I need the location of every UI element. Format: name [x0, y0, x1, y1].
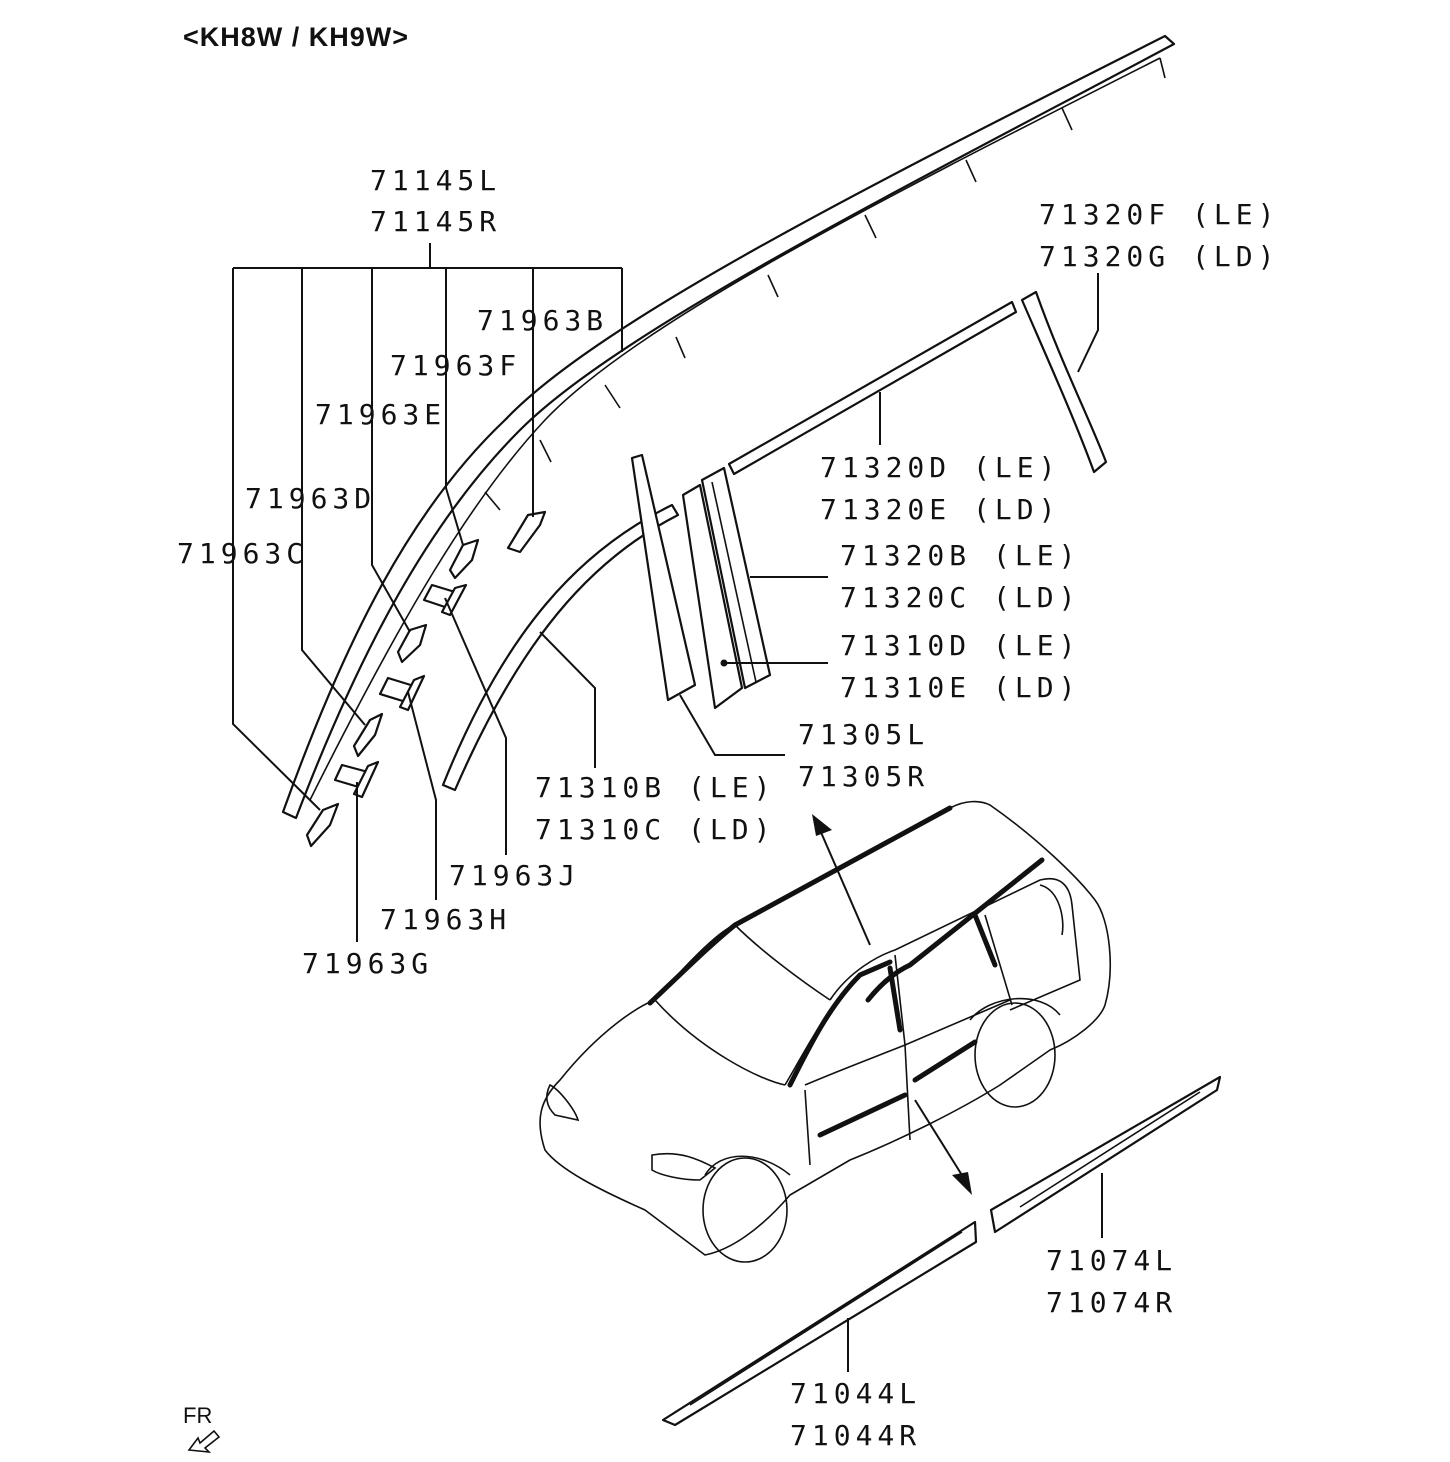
label-71145R: 71145R — [370, 205, 502, 238]
label-71305R: 71305R — [798, 760, 930, 793]
label-71963E: 71963E — [315, 398, 447, 431]
label-71310E: 71310E (LD) — [840, 671, 1081, 704]
clips — [305, 510, 547, 848]
label-71963J: 71963J — [449, 859, 581, 892]
label-71963F: 71963F — [390, 349, 522, 382]
rear-quarter-molding — [1020, 290, 1108, 474]
label-71074L: 71074L — [1046, 1244, 1178, 1277]
upper-door-molding — [727, 300, 1018, 476]
label-71963G: 71963G — [302, 947, 434, 980]
leader-lines — [232, 243, 1103, 1372]
label-71963B: 71963B — [477, 304, 609, 337]
label-71044L: 71044L — [790, 1377, 922, 1410]
label-71320G: 71320G (LD) — [1039, 240, 1280, 273]
label-71310B: 71310B (LE) — [535, 771, 776, 804]
label-71320E: 71320E (LD) — [820, 493, 1061, 526]
label-71305L: 71305L — [798, 718, 930, 751]
label-71320B: 71320B (LE) — [840, 539, 1081, 572]
label-71044R: 71044R — [790, 1419, 922, 1452]
roof-molding — [281, 34, 1176, 820]
label-71310D: 71310D (LE) — [840, 629, 1081, 662]
label-71145L: 71145L — [370, 164, 502, 197]
vehicle-illustration — [539, 800, 1111, 1263]
front-direction-label: FR — [183, 1403, 213, 1428]
label-71963D: 71963D — [245, 482, 377, 515]
label-71320D: 71320D (LE) — [820, 451, 1061, 484]
front-pillar-molding — [441, 503, 680, 792]
label-71310C: 71310C (LD) — [535, 813, 776, 846]
diagram-title: <KH8W / KH9W> — [183, 22, 410, 52]
front-direction-arrow-icon — [187, 1429, 221, 1454]
label-71074R: 71074R — [1046, 1286, 1178, 1319]
label-71320F: 71320F (LE) — [1039, 198, 1280, 231]
label-71320C: 71320C (LD) — [840, 581, 1081, 614]
label-71963C: 71963C — [177, 537, 309, 570]
label-71963H: 71963H — [380, 903, 512, 936]
side-moldings — [661, 1075, 1222, 1427]
pillar-moldings — [630, 453, 772, 710]
